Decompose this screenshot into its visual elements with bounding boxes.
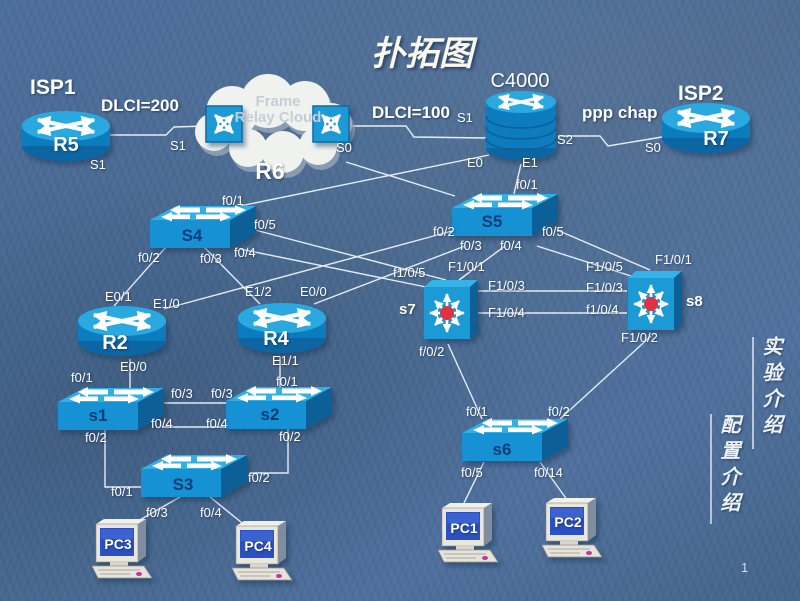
port-label: E0	[467, 155, 483, 170]
pc2-label: PC2	[554, 514, 582, 530]
port-label: f0/1	[276, 374, 298, 389]
port-label: f0/1	[516, 177, 538, 192]
c4000-label: C4000	[490, 70, 550, 92]
s4-label: S4	[181, 226, 203, 245]
r7-label: R7	[703, 128, 729, 150]
r2-label: R2	[102, 332, 128, 354]
ppp-chap-label: ppp chap	[582, 103, 658, 122]
pc3-label: PC3	[104, 536, 132, 552]
port-label: F1/0/4	[488, 305, 525, 320]
port-label: S0	[645, 140, 661, 155]
port-label: F1/0/3	[586, 280, 623, 295]
port-label: f0/5	[461, 465, 483, 480]
port-label: f0/1	[222, 193, 244, 208]
port-label: S1	[170, 138, 186, 153]
dlci-200-label: DLCI=200	[101, 96, 179, 115]
port-label: f0/3	[200, 251, 222, 266]
s5-label: S5	[481, 212, 503, 231]
port-label: f0/2	[138, 250, 160, 265]
port-label: f0/4	[206, 416, 228, 431]
router-c4000-icon	[486, 91, 556, 160]
port-label: f0/3	[211, 386, 233, 401]
s7-label: s7	[399, 301, 416, 318]
port-label: E1/1	[272, 353, 299, 368]
multilayer-switch-s8-icon	[628, 271, 682, 330]
port-label: f0/4	[234, 245, 256, 260]
port-label: E1/0	[153, 296, 180, 311]
port-label: f0/4	[500, 238, 522, 253]
s2-label: s2	[260, 405, 280, 424]
port-label: F1/0/5	[586, 259, 623, 274]
port-label: f0/2	[433, 224, 455, 239]
port-label: f0/5	[254, 217, 276, 232]
r5-label: R5	[53, 134, 79, 156]
slide-title: 扑拓图	[371, 34, 473, 74]
port-label: F1/0/1	[655, 252, 692, 267]
port-label: E0/1	[105, 289, 132, 304]
pc4-label: PC4	[244, 538, 272, 554]
router-r6-label: R6	[255, 158, 285, 184]
port-label: f0/2	[248, 470, 270, 485]
isp1-label: ISP1	[30, 76, 76, 99]
side-note-bottom: 配置介绍	[717, 414, 741, 518]
dlci-100-label: DLCI=100	[372, 103, 450, 122]
port-label: f0/2	[548, 404, 570, 419]
port-label: f0/3	[171, 386, 193, 401]
r4-label: R4	[263, 328, 289, 350]
port-label: f0/2	[85, 430, 107, 445]
port-label: f0/2	[279, 429, 301, 444]
port-label: S1	[90, 157, 106, 172]
port-label: f0/3	[460, 238, 482, 253]
port-label: f/0/2	[419, 344, 445, 359]
port-label: S1	[457, 110, 473, 125]
isp2-label: ISP2	[678, 82, 724, 105]
s3-label: S3	[172, 475, 194, 494]
port-label: f0/1	[111, 484, 133, 499]
port-label: F1/0/1	[448, 259, 485, 274]
port-label: E0/0	[300, 284, 327, 299]
port-label: f0/3	[146, 505, 168, 520]
port-label: f0/1	[71, 370, 93, 385]
port-label: f0/1	[466, 404, 488, 419]
page-number: 1	[741, 560, 749, 575]
s8-label: s8	[686, 293, 703, 310]
multilayer-switch-s7-icon	[424, 280, 478, 339]
link-lines	[104, 125, 663, 532]
port-label: f0/14	[534, 465, 563, 480]
s1-label: s1	[88, 406, 108, 425]
port-label: f1/0/5	[393, 265, 426, 280]
port-label: S2	[557, 132, 573, 147]
pc1-label: PC1	[450, 520, 478, 536]
port-label: E1	[522, 155, 538, 170]
port-label: E1/2	[245, 284, 272, 299]
port-label: S0	[336, 140, 352, 155]
side-note-rules	[710, 337, 754, 524]
port-label: f1/0/4	[586, 302, 619, 317]
port-label: f0/5	[542, 224, 564, 239]
port-label: F1/0/2	[621, 330, 658, 345]
frame-relay-cloud-label: Frame Relay Cloud	[234, 93, 322, 126]
port-label: f0/4	[200, 505, 222, 520]
port-label: f0/4	[151, 416, 173, 431]
side-note-top: 实验介绍	[759, 336, 783, 440]
port-label: F1/0/3	[488, 278, 525, 293]
port-label: E0/0	[120, 359, 147, 374]
s6-label: s6	[492, 440, 512, 459]
